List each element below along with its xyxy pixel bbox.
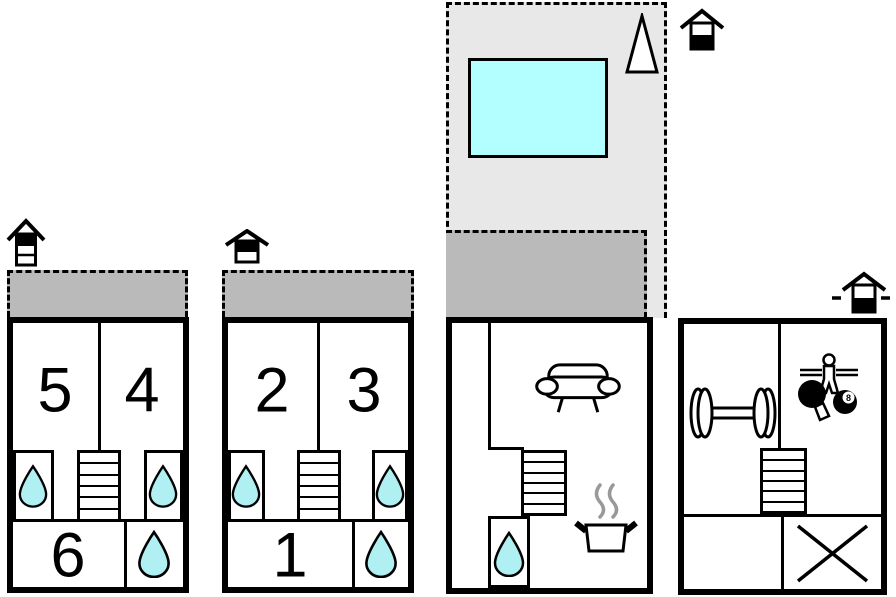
room-label-6: 6 xyxy=(50,520,86,591)
table-tennis-icon xyxy=(798,380,831,422)
room-label-2: 2 xyxy=(254,355,290,426)
crossed-room-icon xyxy=(796,524,869,583)
water-drop-icon xyxy=(137,530,171,578)
wall xyxy=(352,522,355,587)
games-icons: 8 xyxy=(798,353,858,422)
stairs-icon xyxy=(77,450,121,522)
water-drop-icon xyxy=(148,464,178,508)
stairs-icon xyxy=(297,450,341,522)
wall xyxy=(778,324,781,448)
room-label-4: 4 xyxy=(124,355,160,426)
cooking-pot-icon xyxy=(574,483,638,553)
wall xyxy=(98,323,101,450)
foosball-icon xyxy=(800,353,858,395)
wall xyxy=(124,522,127,587)
floor-level-house-icon-4 xyxy=(832,271,896,314)
wall xyxy=(13,519,183,522)
wall xyxy=(684,514,881,517)
billiard-ball-icon: 8 xyxy=(833,390,857,414)
stairs-icon xyxy=(521,450,567,516)
room-label-1: 1 xyxy=(272,520,308,591)
swimming-pool xyxy=(468,58,608,158)
terrace-1 xyxy=(7,270,188,317)
stairs-icon xyxy=(760,448,807,514)
terrace-3 xyxy=(446,230,647,318)
building-1: 5 4 6 xyxy=(7,317,189,593)
sofa-icon xyxy=(535,363,621,413)
wall xyxy=(228,519,408,522)
wall xyxy=(488,323,491,450)
wall xyxy=(781,517,784,589)
water-drop-icon xyxy=(375,464,405,508)
building-3 xyxy=(446,317,653,594)
dumbbell-icon xyxy=(689,387,777,439)
building-4: 8 xyxy=(678,318,887,595)
tree-icon xyxy=(625,13,659,74)
water-drop-icon xyxy=(231,464,261,508)
floor-level-house-icon-1 xyxy=(6,218,46,267)
wall xyxy=(317,323,320,450)
terrace-2 xyxy=(222,270,414,317)
building-2: 2 3 1 xyxy=(222,317,414,593)
water-drop-icon xyxy=(493,531,525,577)
room-label-5: 5 xyxy=(37,355,73,426)
water-drop-icon xyxy=(18,464,48,508)
room-label-3: 3 xyxy=(346,355,382,426)
water-drop-icon xyxy=(364,530,398,578)
ball-number: 8 xyxy=(846,393,851,403)
wall xyxy=(488,447,524,450)
floor-level-house-icon-2 xyxy=(224,229,270,264)
floor-level-house-icon-3 xyxy=(679,8,725,51)
